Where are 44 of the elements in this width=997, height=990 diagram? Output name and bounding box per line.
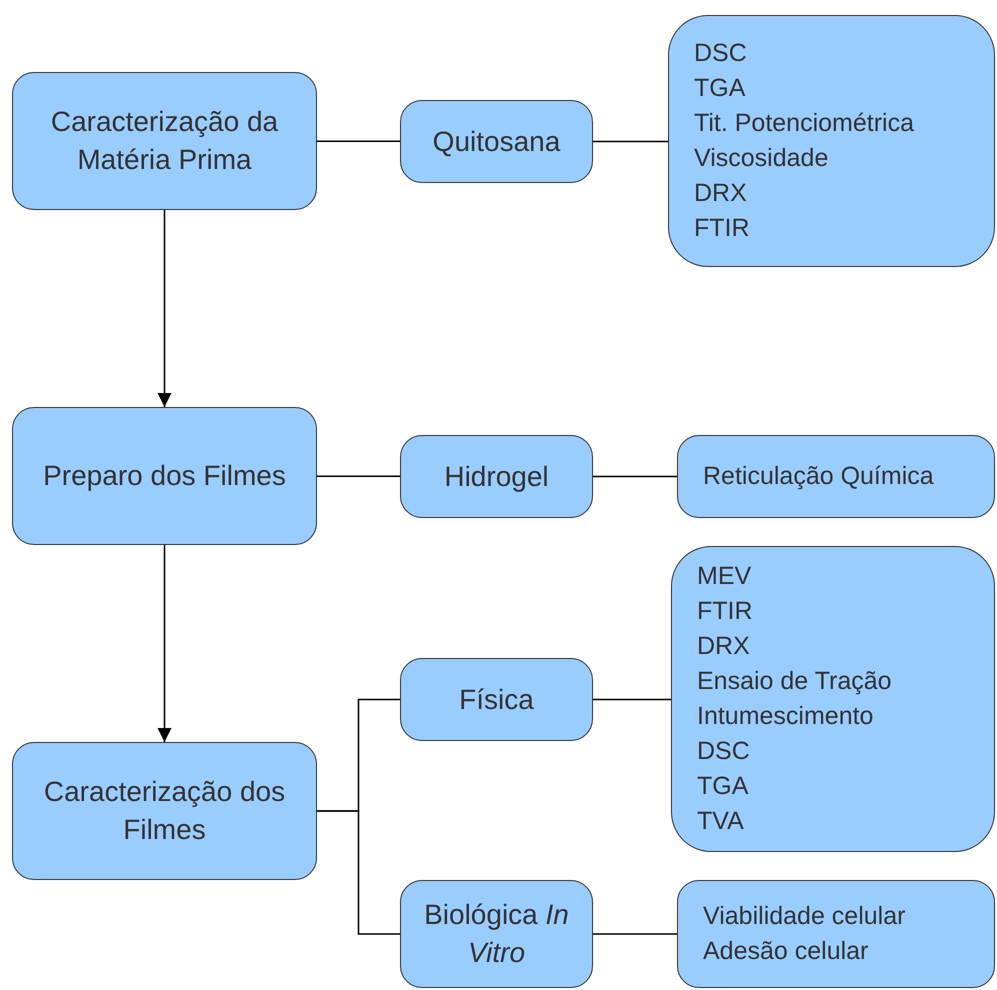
connector-line [593,698,671,700]
node-text: Biológica In Vitro [423,898,570,970]
process-box [400,658,593,741]
node-text: Hidrogel [444,460,549,494]
node-text: Preparo dos Filmes [43,459,286,493]
node-text: TGA [694,73,746,104]
node-text: TVA [697,806,744,837]
node-text: Intumescimento [697,701,874,732]
node-text: Ensaio de Tração [697,666,892,697]
node-text: Viscosidade [694,143,828,174]
node-text: Reticulação Química [703,461,934,492]
process-box [12,407,317,545]
process-box [668,15,995,267]
process-box [677,435,995,518]
connector-line [593,933,677,935]
node-text: Adesão celular [703,936,868,967]
node-text: Viabilidade celular [703,901,906,932]
process-box [677,880,995,988]
node-text: DSC [694,38,747,69]
node-text: FTIR [694,213,750,244]
node-text: Quitosana [432,124,560,158]
process-box [12,72,317,210]
connector-line [317,140,400,142]
node-text: Caracterização dos Filmes [42,775,286,847]
process-box [400,435,593,518]
node-text: Física [459,682,534,716]
node-text: FTIR [697,596,753,627]
connector-line [317,810,400,935]
node-text: Tit. Potenciométrica [694,108,914,139]
node-text: DRX [697,631,750,662]
connector-line [593,140,668,142]
arrow [158,210,172,407]
process-box [671,546,995,852]
connector-line [593,476,677,478]
process-box [400,100,593,183]
arrow [158,545,172,742]
node-text: DRX [694,178,747,209]
node-text: TGA [697,771,748,802]
process-box [400,880,593,988]
node-text: MEV [697,561,752,592]
connector-line [317,476,400,477]
node-text: Caracterização da Matéria Prima [50,105,280,177]
node-text: DSC [697,736,750,767]
process-box [12,742,317,880]
